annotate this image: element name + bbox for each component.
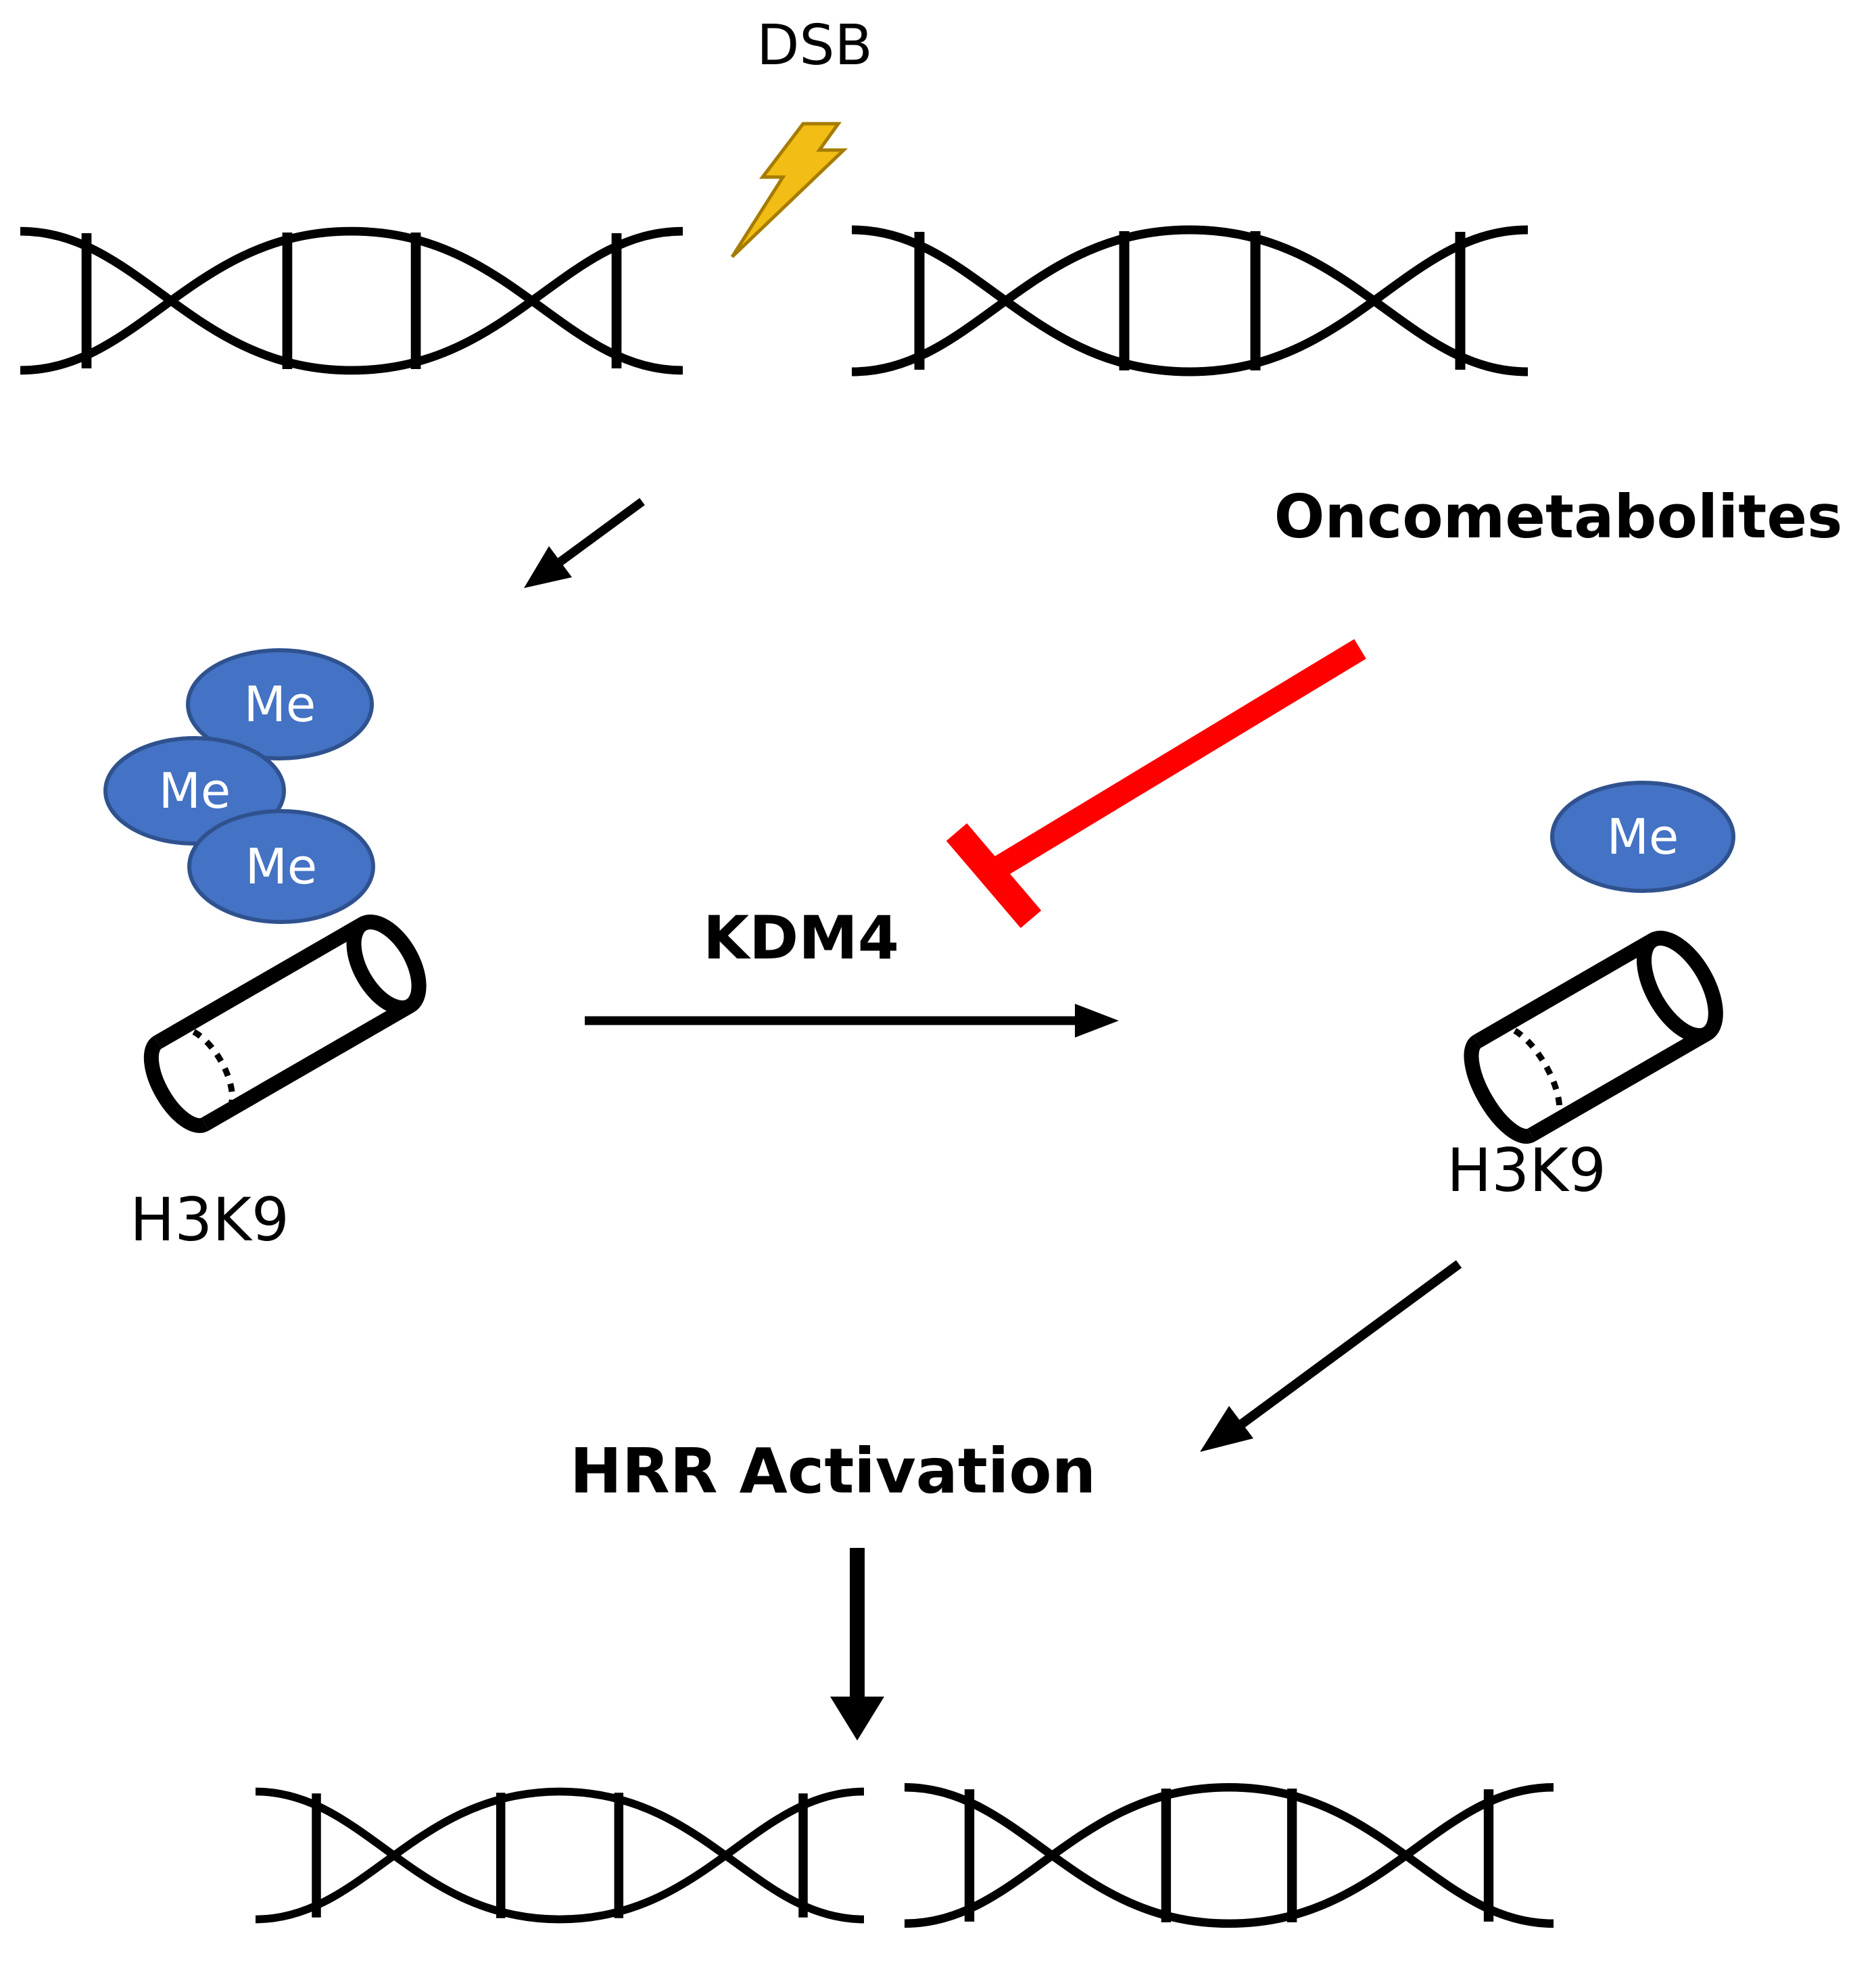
svg-text:Me: Me: [159, 762, 231, 819]
dna-helix-icon: [256, 1792, 864, 1920]
dsb-label: DSB: [756, 14, 872, 78]
dna-helix-icon: [852, 230, 1528, 372]
arrow-to-hrr: [1200, 1260, 1462, 1452]
histone-cylinder-icon: [143, 914, 427, 1134]
svg-text:Me: Me: [244, 676, 316, 733]
methyl-group: Me: [103, 736, 286, 846]
arrow-dsb-to-histone: [524, 497, 645, 588]
dna-helix-icon: [905, 1787, 1554, 1924]
histone-cylinder-icon: [1464, 930, 1723, 1144]
h3k9-left-label: H3K9: [130, 1185, 289, 1255]
methyl-group: Me: [186, 648, 374, 760]
kdm4-arrow: [585, 1004, 1119, 1038]
inhibition-arrow: [946, 639, 1366, 928]
kdm4-label: KDM4: [703, 903, 899, 973]
hrr-activation-label: HRR Activation: [570, 1435, 1096, 1507]
lightning-bolt-icon: [730, 122, 848, 258]
methyl-group: Me: [1550, 781, 1735, 893]
svg-text:Me: Me: [1607, 808, 1679, 865]
arrow-to-repaired-dna: [830, 1548, 884, 1741]
h3k9-right-label: H3K9: [1447, 1136, 1606, 1205]
methyl-group: Me: [187, 809, 375, 924]
dna-helix-icon: [20, 231, 683, 370]
svg-text:Me: Me: [245, 838, 317, 895]
oncometabolites-label: Oncometabolites: [1274, 482, 1843, 552]
